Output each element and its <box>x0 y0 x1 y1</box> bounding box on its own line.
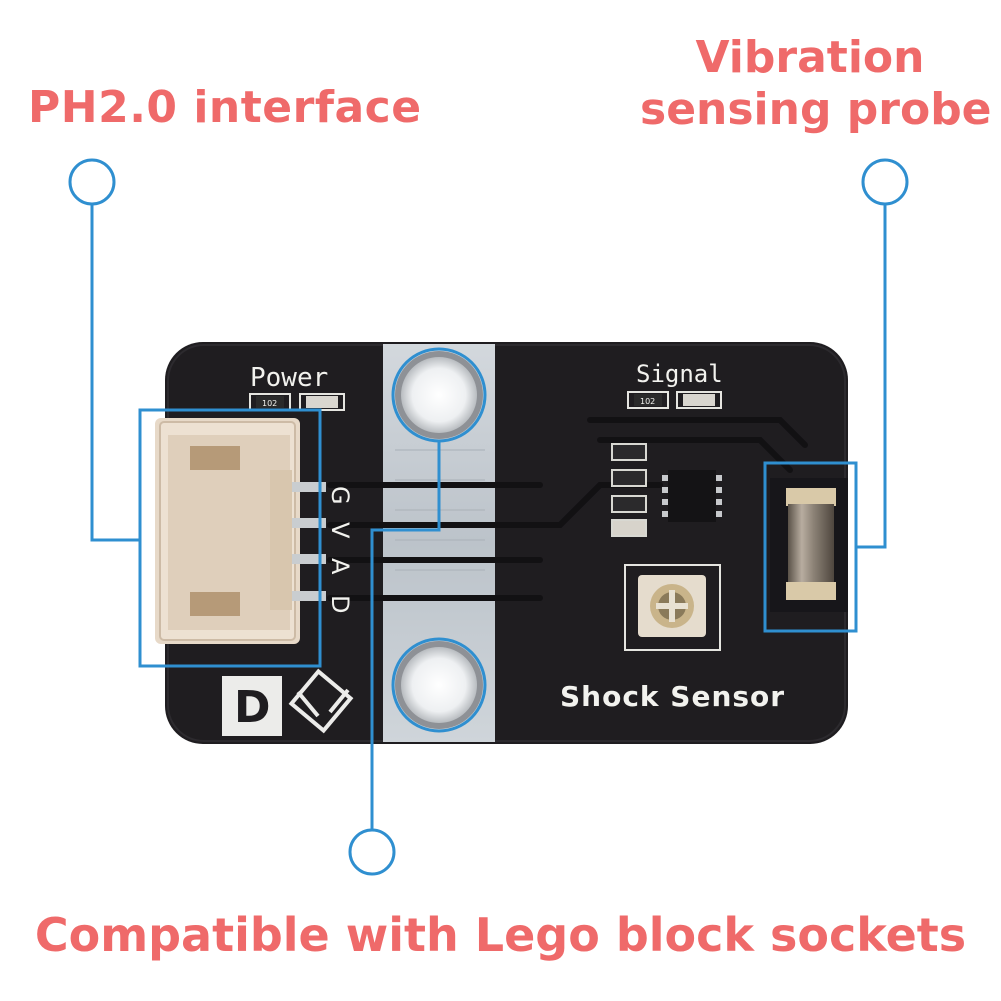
potentiometer <box>624 564 721 651</box>
pin-label-a: A <box>326 558 354 575</box>
power-resistor-code: 102 <box>262 399 277 408</box>
module-icon <box>288 668 354 734</box>
mounting-hole-top <box>395 351 483 439</box>
callout-probe-line2: sensing probe <box>640 84 992 135</box>
power-resistor: 102 <box>249 393 291 411</box>
callout-probe-label: Vibration sensing probe <box>640 32 992 136</box>
mounting-hole-bottom <box>395 641 483 729</box>
power-label: Power <box>250 363 328 393</box>
pin-label-g: G <box>326 486 354 505</box>
pin-label-d: D <box>326 595 354 613</box>
callout-probe-line1: Vibration <box>695 32 925 83</box>
callout-connector <box>68 158 322 668</box>
callout-lego-label: Compatible with Lego block sockets <box>34 908 967 962</box>
brand-logo-letter: D <box>234 682 271 733</box>
signal-label: Signal <box>636 360 723 388</box>
callout-probe <box>763 158 909 633</box>
ph2-connector <box>155 418 326 644</box>
signal-led <box>676 391 722 409</box>
vibration-probe <box>770 478 848 612</box>
signal-resistor: 102 <box>627 391 669 409</box>
product-name: Shock Sensor <box>560 680 785 713</box>
power-led <box>299 393 345 411</box>
comparator-chip <box>662 470 722 522</box>
callout-connector-label: PH2.0 interface <box>28 82 422 133</box>
smd-components <box>611 443 647 537</box>
callout-lego <box>348 347 487 876</box>
brand-logo: D <box>222 676 282 736</box>
pin-labels: G V A D <box>326 486 354 613</box>
signal-resistor-code: 102 <box>640 397 655 406</box>
pin-label-v: V <box>326 522 354 539</box>
